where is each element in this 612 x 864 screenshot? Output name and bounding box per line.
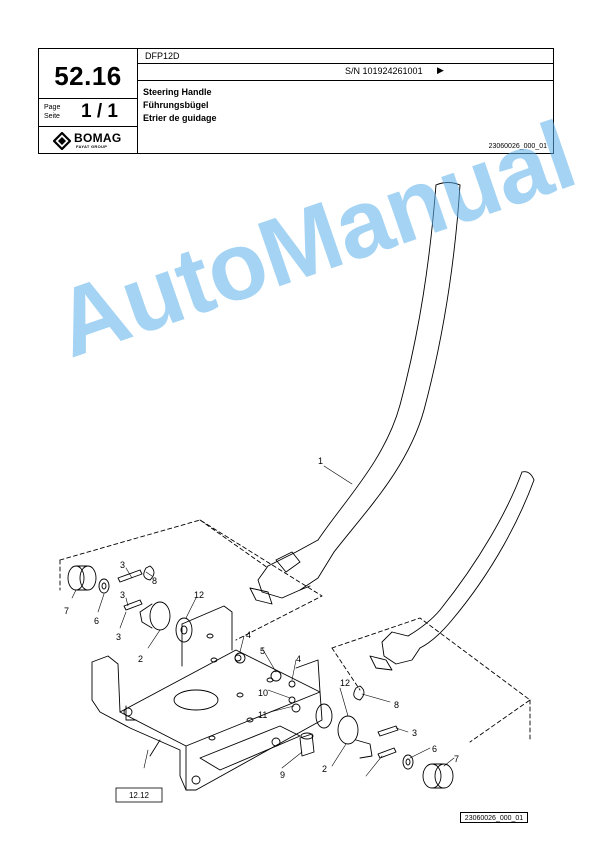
callout-9: 9 [280, 770, 285, 780]
divider [39, 126, 137, 127]
reference-box-12-12: 12.12 [115, 787, 163, 803]
callout-6: 6 [432, 744, 437, 754]
divider [137, 49, 138, 153]
title-english: Steering Handle [143, 87, 212, 97]
footer-image-id: 23060026_000_01 [460, 812, 528, 823]
callout-7: 7 [64, 606, 69, 616]
page-number: 1 / 1 [81, 101, 118, 122]
callout-4: 4 [246, 630, 251, 640]
callout-3: 3 [120, 590, 125, 600]
title-german: Führungsbügel [143, 100, 209, 110]
steering-handle-part [249, 182, 461, 605]
callout-3: 3 [116, 632, 121, 642]
callout-1: 1 [318, 456, 323, 466]
leader-lines [71, 465, 455, 777]
model-name: DFP12D [145, 51, 180, 61]
callout-2: 2 [322, 764, 327, 774]
assembly-outline-right [331, 617, 531, 743]
logo-subtext: FAYAT GROUP [76, 144, 108, 149]
base-frame [91, 605, 323, 791]
callout-6: 6 [94, 616, 99, 626]
serial-number: S/N 101924261001 [345, 66, 423, 76]
document-number: 23060026_000_01 [488, 143, 547, 150]
assembly-outline-left [59, 519, 323, 641]
callout-3: 3 [120, 560, 125, 570]
serial-arrow-icon: ▶ [437, 65, 444, 75]
callout-12: 12 [340, 678, 350, 688]
callout-12: 12 [194, 590, 204, 600]
bomag-logo-icon [53, 132, 71, 150]
header-block: 52.16 Page Seite 1 / 1 BOMAG FAYAT GROUP… [38, 48, 554, 154]
page-label: Page Seite [44, 103, 60, 121]
callout-2: 2 [138, 654, 143, 664]
callout-10: 10 [258, 688, 268, 698]
page-label-de: Seite [44, 113, 60, 120]
parts-right [234, 652, 454, 789]
callout-8: 8 [152, 576, 157, 586]
callout-11: 11 [258, 710, 267, 720]
callout-3: 3 [412, 728, 417, 738]
exploded-parts-diagram: 1 3 3 3 8 6 7 12 2 4 5 4 10 11 12 8 3 6 … [59, 182, 535, 803]
title-french: Etrier de guidage [143, 113, 217, 123]
divider [137, 80, 553, 81]
group-number: 52.16 [54, 61, 122, 91]
callout-labels: 1 3 3 3 8 6 7 12 2 4 5 4 10 11 12 8 3 6 … [64, 456, 459, 780]
divider [39, 98, 137, 99]
callout-5: 5 [260, 646, 265, 656]
parts-left [67, 565, 193, 643]
callout-8: 8 [394, 700, 399, 710]
divider [137, 63, 553, 64]
logo-text: BOMAG [74, 131, 122, 145]
page-label-en: Page [44, 104, 61, 111]
callout-4: 4 [296, 654, 301, 664]
callout-7: 7 [454, 754, 459, 764]
bomag-logo: BOMAG FAYAT GROUP [53, 131, 133, 151]
steering-handle-arm-right [369, 471, 535, 671]
reference-label: 12.12 [129, 791, 150, 800]
